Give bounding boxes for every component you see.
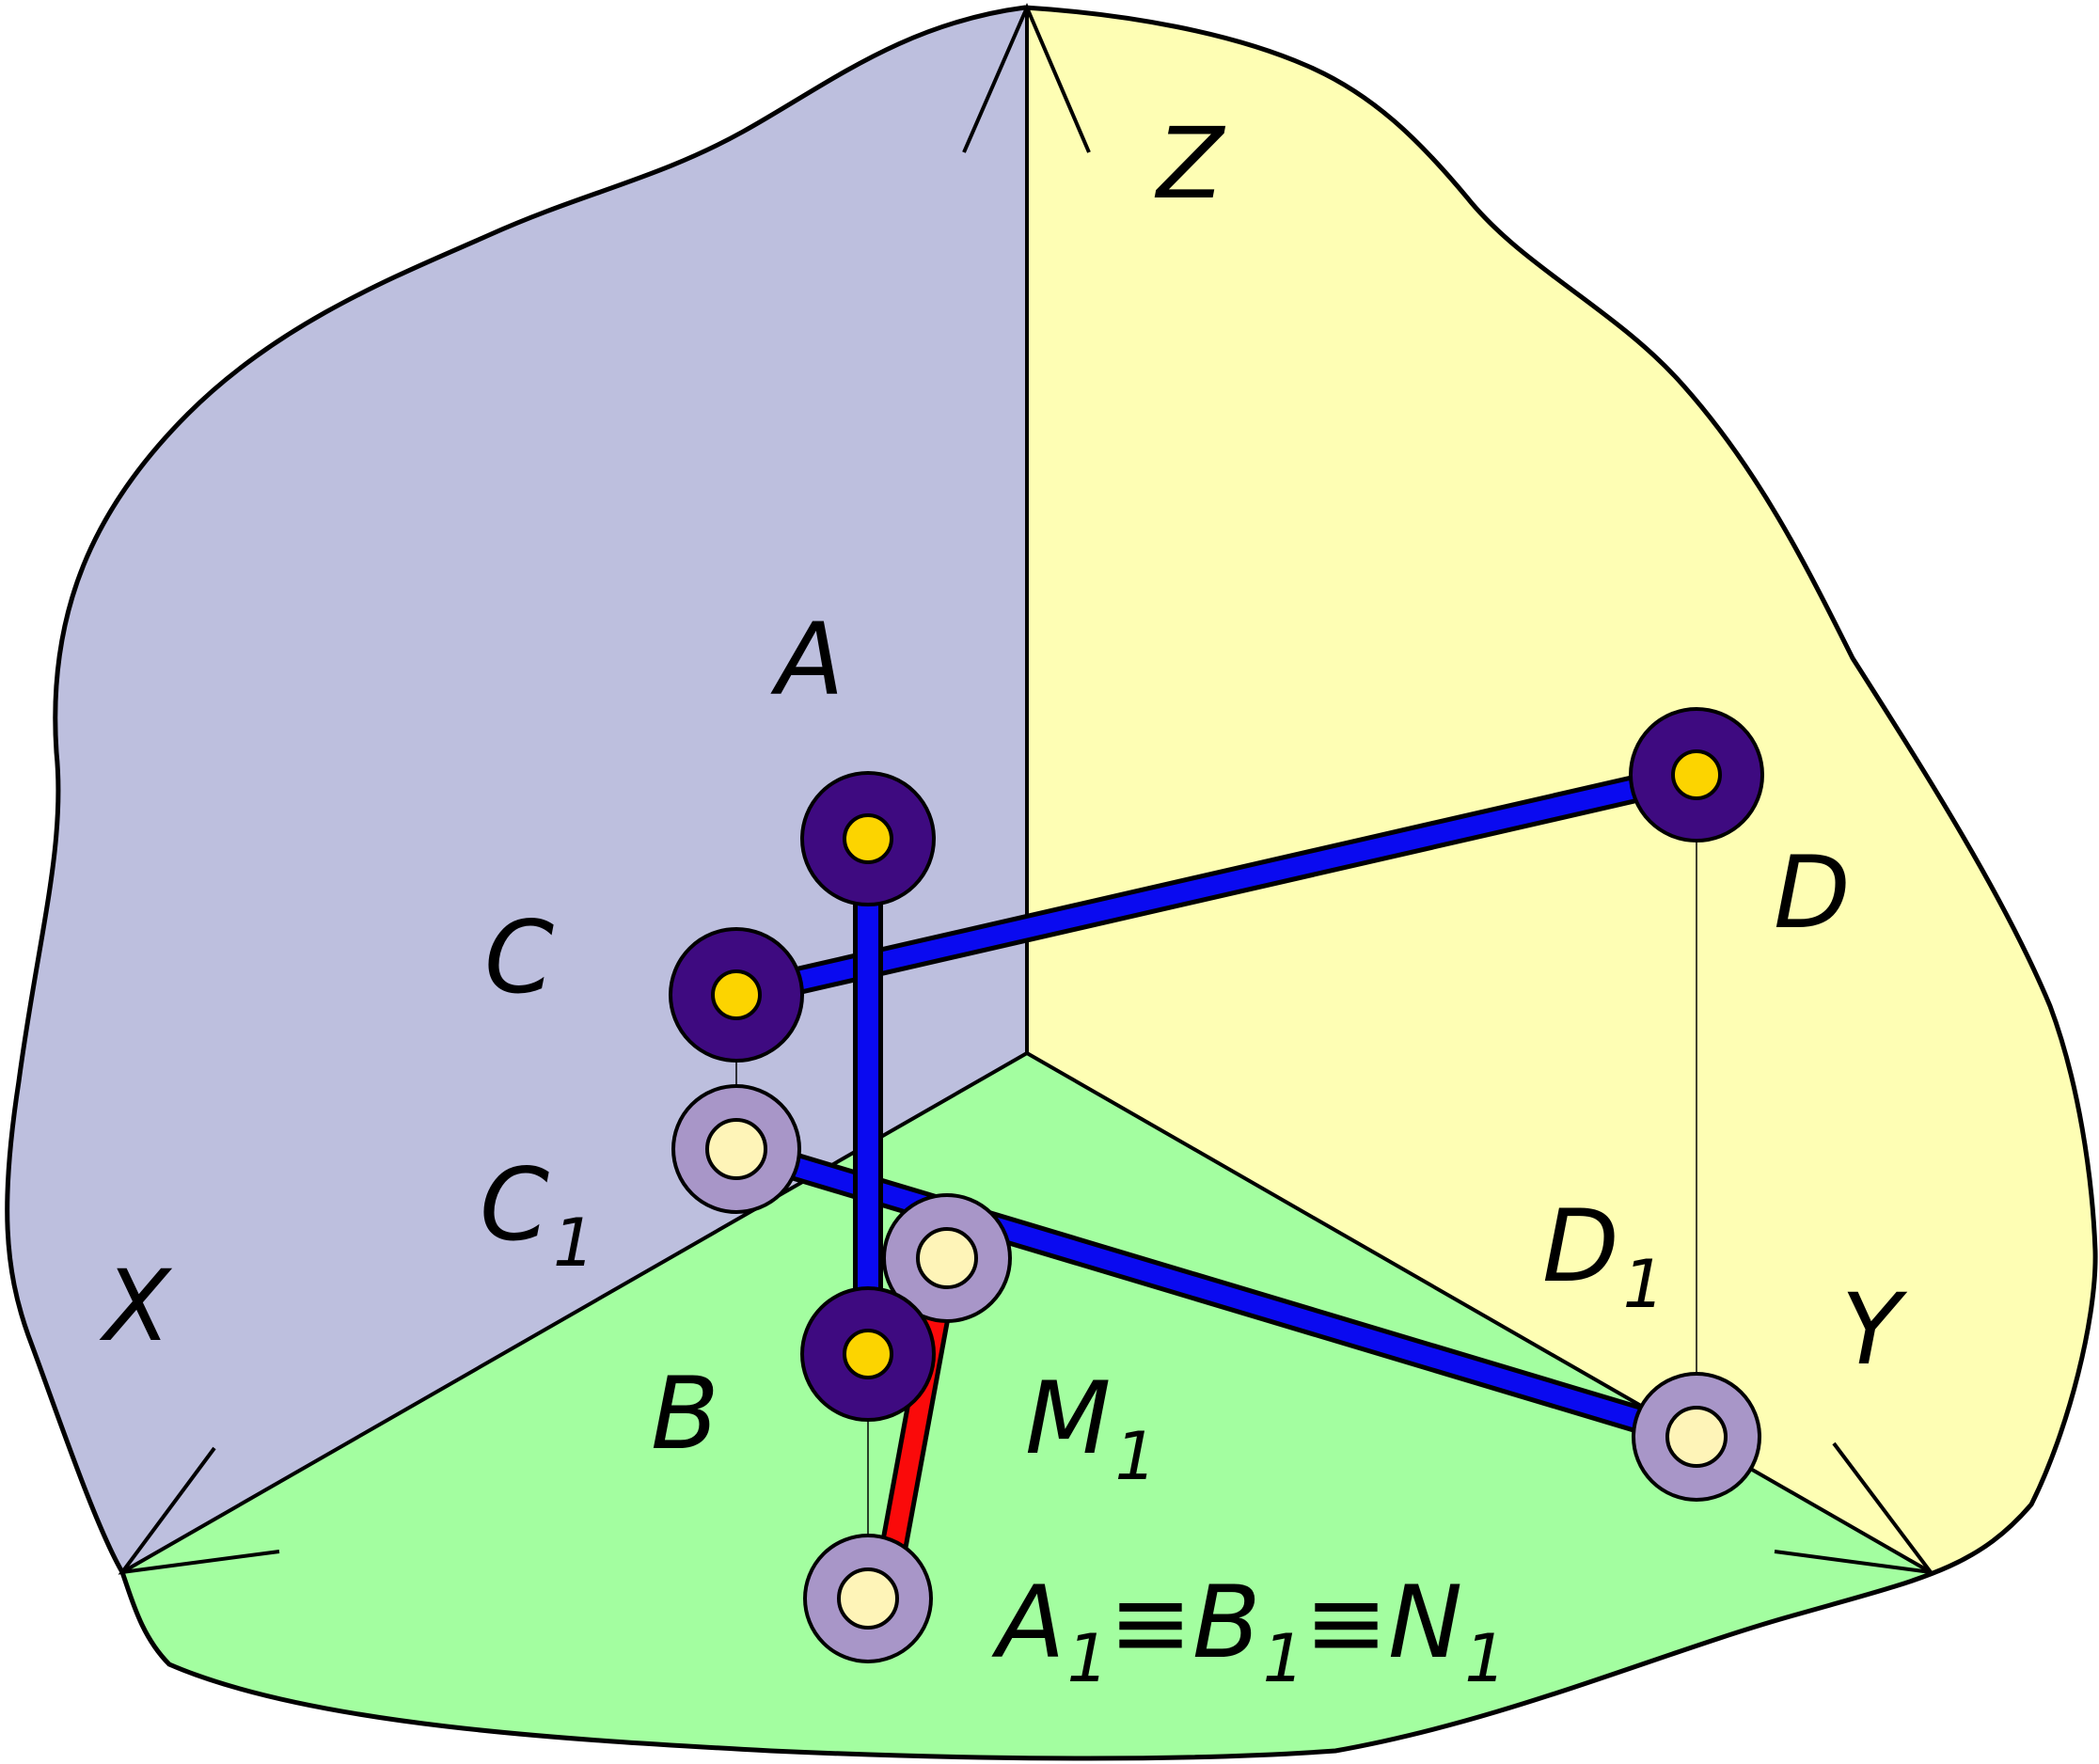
- segment-cd-group: [733, 761, 1700, 1009]
- equiv-sign-2: ≡: [1304, 1565, 1388, 1680]
- x-arrow-icon: [118, 1446, 280, 1575]
- z-arrow-icon: [962, 2, 1091, 153]
- label-d1-letter: D: [1542, 1189, 1619, 1304]
- y-axis-line: [1026, 1051, 1932, 1574]
- label-c1-index: 1: [553, 1205, 595, 1282]
- horizontal-plane: [7, 1053, 2096, 1758]
- y-arrow-icon: [1774, 1441, 1935, 1575]
- frontal-plane: [7, 8, 1027, 1758]
- point-b: [800, 1286, 936, 1422]
- axis-label-x: X: [99, 1249, 173, 1363]
- label-n1-letter: N: [1388, 1565, 1462, 1680]
- label-a: A: [770, 602, 844, 717]
- point-d: [1629, 707, 1764, 843]
- label-m1: M1: [1025, 1361, 1157, 1495]
- label-c1-letter: C: [480, 1147, 549, 1263]
- region-outline: [5, 5, 2098, 1761]
- label-b1-letter: B: [1192, 1565, 1261, 1680]
- segment-cd: [734, 765, 1699, 1004]
- label-m1-letter: M: [1025, 1361, 1111, 1476]
- projection-points: [671, 1084, 1761, 1663]
- label-b1-index: 1: [1263, 1620, 1305, 1697]
- label-c1: C1: [480, 1147, 595, 1282]
- axis-label-z: Z: [1154, 106, 1226, 221]
- label-b: B: [651, 1356, 719, 1472]
- label-m1-index: 1: [1114, 1418, 1157, 1495]
- label-d: D: [1774, 835, 1851, 951]
- point-a: [800, 771, 936, 906]
- label-a1-b1-n1: A1≡B1≡N1: [991, 1565, 1507, 1697]
- label-n1-index: 1: [1464, 1620, 1507, 1697]
- space-points: [669, 707, 1764, 1422]
- label-a1-index: 1: [1067, 1620, 1110, 1697]
- point-c: [669, 927, 804, 1063]
- equiv-sign-1: ≡: [1109, 1565, 1192, 1680]
- point-a1-b1-n1: [803, 1534, 933, 1663]
- projection-segment-c1d1: [732, 1135, 1701, 1451]
- label-c: C: [484, 900, 554, 1016]
- axis-label-y: Y: [1841, 1272, 1908, 1387]
- point-d1: [1632, 1372, 1761, 1502]
- label-d1: D1: [1542, 1189, 1665, 1323]
- label-a1-letter: A: [991, 1565, 1065, 1680]
- label-d1-index: 1: [1623, 1246, 1665, 1323]
- point-m1: [882, 1193, 1012, 1323]
- segment-c1d1: [734, 1140, 1699, 1446]
- point-c1: [671, 1084, 801, 1214]
